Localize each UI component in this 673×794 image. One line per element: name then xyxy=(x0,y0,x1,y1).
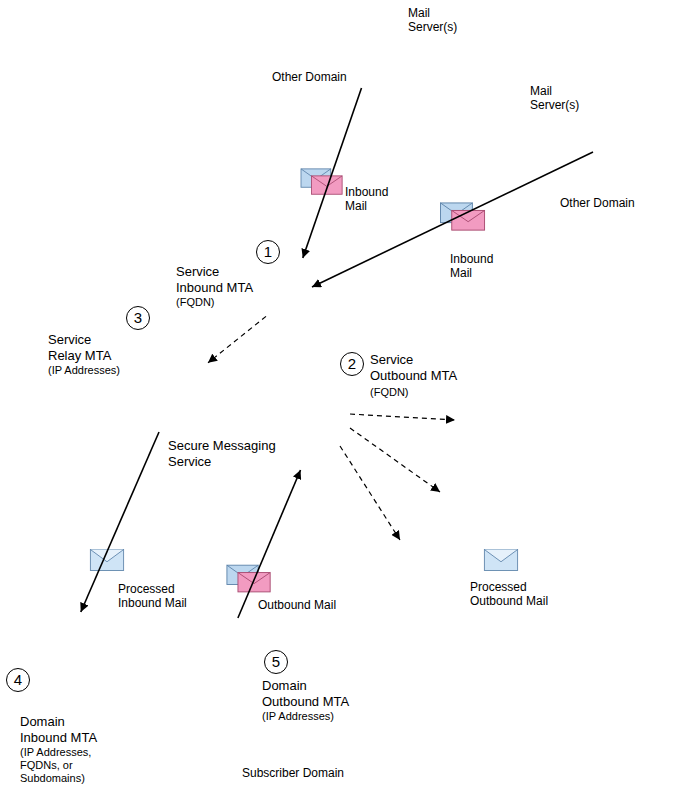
outbound-dashed-arrows xyxy=(340,414,455,540)
platform-ellipse-shape xyxy=(263,38,447,126)
server-node: Mail Server(s) xyxy=(593,92,643,188)
text-slot: Processed Outbound Mail xyxy=(470,580,562,609)
node-label: Service Outbound MTA xyxy=(370,352,466,383)
text-slot: Domain Inbound MTA xyxy=(20,714,110,745)
text-slot: Inbound Mail xyxy=(345,185,399,214)
server-graphic xyxy=(298,383,343,468)
edge-label: Inbound Mail xyxy=(450,252,504,281)
text-slot: Inbound Mail xyxy=(450,252,504,281)
domain-platform: Other DomainMail Server(s) xyxy=(497,140,669,226)
server-graphic xyxy=(33,617,82,705)
server-graphic xyxy=(594,97,638,185)
server-icon xyxy=(352,4,400,88)
text-slot: 2 xyxy=(340,352,364,376)
envelope-icon xyxy=(484,550,517,571)
node-label: Service Relay MTA xyxy=(48,332,123,363)
node-sublabel: (IP Addresses) xyxy=(262,710,362,723)
server-node: Mail Server(s) xyxy=(352,4,400,88)
text-slot: (FQDN) xyxy=(370,386,466,399)
edge-label: Outbound Mail xyxy=(258,598,356,612)
server-node: Domain Inbound MTA(IP Addresses, FQDNs, … xyxy=(32,612,88,708)
server-node: Domain Outbound MTA(IP Addresses) xyxy=(190,618,246,712)
text-slot: Other Domain xyxy=(560,196,646,210)
text-slot: Processed Inbound Mail xyxy=(118,582,210,611)
domain-platform: Subscriber DomainDomain Inbound MTA(IP A… xyxy=(12,612,374,790)
server-icon xyxy=(292,378,348,470)
text-slot: Domain Outbound MTA xyxy=(262,678,362,709)
server-icon xyxy=(190,618,246,712)
node-sublabel: (IP Addresses, FQDNs, or Subdomains) xyxy=(20,746,112,786)
edge-label: Inbound Mail xyxy=(345,185,399,214)
node-label: Subscriber Domain xyxy=(242,766,364,780)
text-slot: (IP Addresses) xyxy=(48,364,143,377)
mail-flow-arrow xyxy=(303,88,362,258)
text-slot: Other Domain xyxy=(272,70,354,84)
server-graphic xyxy=(156,345,202,430)
server-graphic xyxy=(191,623,240,709)
callout-number: 5 xyxy=(264,650,288,674)
platform-ellipse-shape xyxy=(497,140,669,226)
server-icon xyxy=(32,612,88,708)
dashed-arrow xyxy=(350,414,455,420)
text-slot: 1 xyxy=(256,240,280,264)
mail-flow-arrow xyxy=(312,152,593,287)
server-icon xyxy=(266,258,312,338)
node-label: Mail Server(s) xyxy=(530,84,590,113)
envelope-icon xyxy=(227,565,270,592)
callout-number: 3 xyxy=(126,306,150,330)
callout-number: 1 xyxy=(256,240,280,264)
domain-platform: Secure Messaging Service Service Inbound … xyxy=(135,248,513,484)
server-node: Service Inbound MTA(FQDN) xyxy=(266,258,312,338)
callout-number: 2 xyxy=(340,352,364,376)
text-slot: Mail Server(s) xyxy=(530,84,590,113)
server-graphic xyxy=(353,8,395,85)
text-slot: Service Relay MTA xyxy=(48,332,123,363)
text-slot: (FQDN) xyxy=(176,296,260,309)
node-sublabel: (FQDN) xyxy=(370,386,466,399)
node-label: Domain Outbound MTA xyxy=(262,678,362,709)
node-sublabel: (IP Addresses) xyxy=(48,364,143,377)
envelope-icon xyxy=(301,169,342,194)
node-label: Domain Inbound MTA xyxy=(20,714,110,745)
node-label: Other Domain xyxy=(272,70,354,84)
server-icon xyxy=(150,340,208,432)
platform-ellipse-shape xyxy=(12,612,374,790)
text-slot: (IP Addresses, FQDNs, or Subdomains) xyxy=(20,746,112,786)
text-slot: Subscriber Domain xyxy=(242,766,364,780)
text-slot: Service Inbound MTA xyxy=(176,264,260,295)
mail-flow-arrow xyxy=(238,470,301,618)
text-slot: Service Outbound MTA xyxy=(370,352,466,383)
node-label: Secure Messaging Service xyxy=(168,438,293,469)
callout-number: 4 xyxy=(6,668,30,692)
domain-platform: Other DomainMail Server(s) xyxy=(263,38,447,126)
platform-ellipse-shape xyxy=(135,248,513,484)
connector-layer xyxy=(81,88,593,618)
server-icon xyxy=(593,92,643,188)
text-slot: Outbound Mail xyxy=(258,598,356,612)
text-slot: 5 xyxy=(264,650,288,674)
mail-envelopes xyxy=(90,169,517,592)
server-node: Service Outbound MTA(FQDN) xyxy=(292,378,348,470)
dashed-arrow xyxy=(340,446,400,540)
node-label: Other Domain xyxy=(560,196,646,210)
node-label: Service Inbound MTA xyxy=(176,264,260,295)
server-graphic xyxy=(271,262,308,336)
edge-label: Processed Inbound Mail xyxy=(118,582,210,611)
text-slot: 3 xyxy=(126,306,150,330)
node-sublabel: (FQDN) xyxy=(176,296,260,309)
platform-ellipse xyxy=(497,140,669,226)
text-slot: (IP Addresses) xyxy=(262,710,362,723)
node-label: Mail Server(s) xyxy=(408,6,470,35)
mail-flow-arrow xyxy=(208,316,266,362)
flow-label: Processed Outbound Mail xyxy=(470,580,562,609)
text-slot: Mail Server(s) xyxy=(408,6,470,35)
server-node: Service Relay MTA(IP Addresses) xyxy=(150,340,208,432)
text-slot: 4 xyxy=(6,668,30,692)
dashed-arrow xyxy=(350,428,440,492)
text-slot: Secure Messaging Service xyxy=(168,438,293,469)
